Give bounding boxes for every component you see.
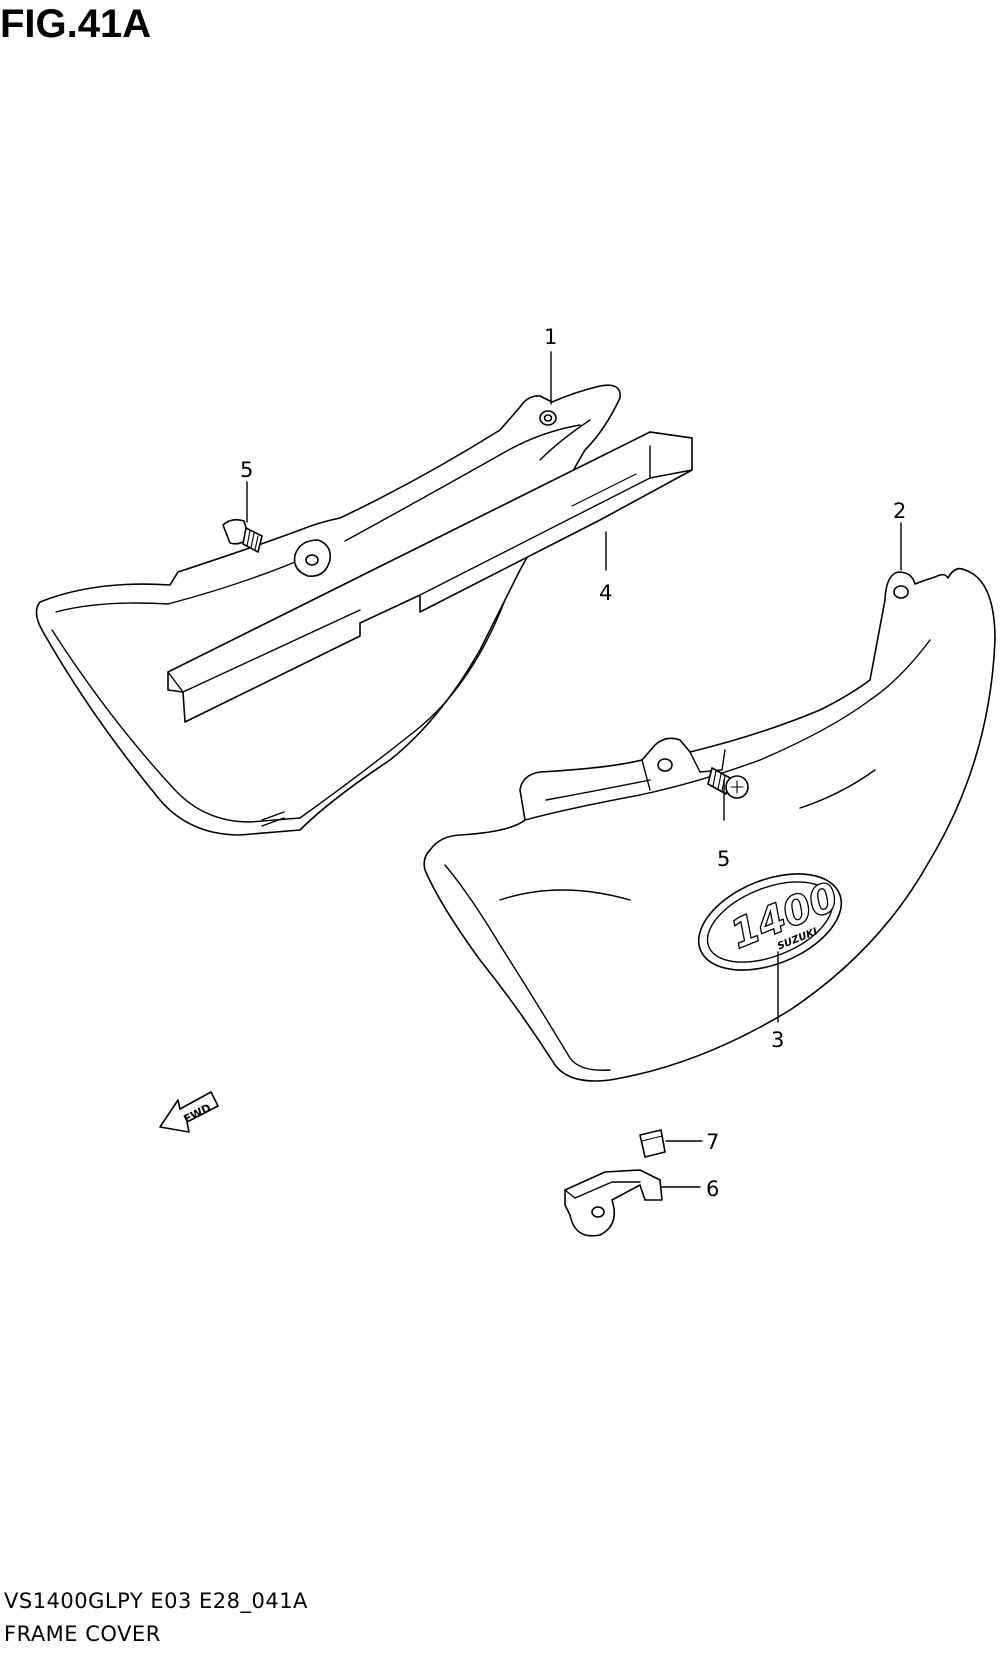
callout-labels: 1 2 3 4 5 5 6 7 (240, 325, 906, 1201)
figure-code: VS1400GLPY E03 E28_041A (4, 1589, 308, 1613)
leader-lines (246, 351, 902, 1188)
figure-name: FRAME COVER (4, 1622, 161, 1646)
figure-title: FIG.41A (0, 2, 152, 46)
callout-4: 4 (599, 581, 612, 605)
cushion (639, 1129, 666, 1158)
callout-5-right: 5 (717, 847, 730, 871)
callout-3: 3 (771, 1028, 784, 1052)
forward-arrow: FWD (159, 1091, 219, 1133)
callout-5-left: 5 (240, 458, 253, 482)
callout-2: 2 (893, 499, 906, 523)
right-frame-cover (423, 567, 996, 1082)
rubber-strip (167, 431, 693, 723)
bolt-left (222, 518, 263, 553)
emblem-1400: 1400 SUZUKI (697, 873, 845, 971)
callout-1: 1 (544, 325, 557, 349)
bracket (564, 1169, 663, 1237)
callout-6: 6 (706, 1177, 719, 1201)
callout-7: 7 (706, 1130, 719, 1154)
